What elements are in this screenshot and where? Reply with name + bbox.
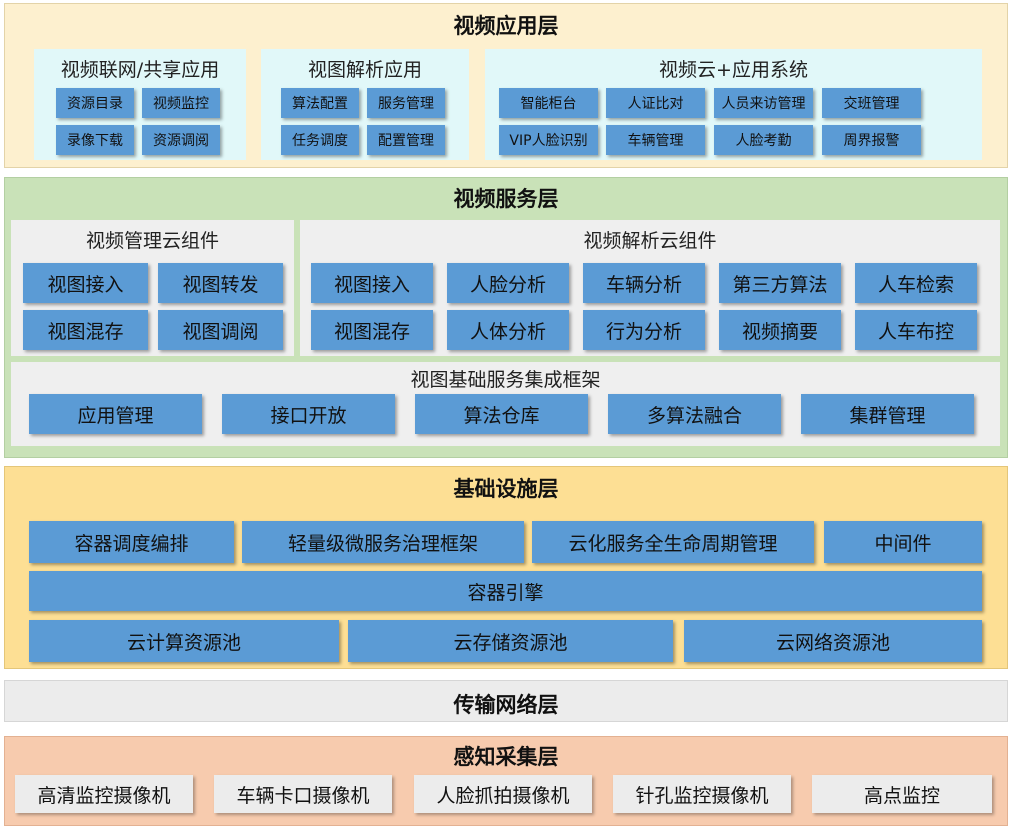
layer-title: 感知采集层 bbox=[453, 745, 559, 769]
diagram-box: 人脸分析 bbox=[447, 263, 569, 303]
app-panel-analysis: 视图解析应用 算法配置 服务管理 任务调度 配置管理 bbox=[261, 49, 469, 160]
infrastructure-layer: 基础设施层 容器调度编排 轻量级微服务治理框架 云化服务全生命周期管理 中间件 … bbox=[4, 466, 1008, 669]
layer-title: 传输网络层 bbox=[453, 693, 559, 717]
video-analysis-panel: 视频解析云组件 视图接入 人脸分析 车辆分析 第三方算法 人车检索 视图混存 人… bbox=[300, 220, 1000, 356]
panel-title: 视频管理云组件 bbox=[85, 230, 219, 252]
diagram-box: 集群管理 bbox=[801, 394, 974, 434]
diagram-box: 人脸考勤 bbox=[714, 125, 813, 155]
diagram-box: 人员来访管理 bbox=[714, 88, 813, 118]
diagram-box: 云存储资源池 bbox=[348, 620, 673, 662]
panel-title: 视频联网/共享应用 bbox=[60, 59, 220, 81]
diagram-box: 配置管理 bbox=[367, 125, 445, 155]
diagram-box: 容器调度编排 bbox=[29, 521, 234, 563]
diagram-box: 视图调阅 bbox=[158, 310, 283, 350]
diagram-box: 智能柜台 bbox=[499, 88, 598, 118]
diagram-box: 第三方算法 bbox=[719, 263, 841, 303]
diagram-box: 车辆分析 bbox=[583, 263, 705, 303]
panel-title: 视频云+应用系统 bbox=[659, 59, 808, 81]
diagram-box: 容器引擎 bbox=[29, 571, 982, 611]
diagram-box: 应用管理 bbox=[29, 394, 202, 434]
layer-title: 视频服务层 bbox=[453, 187, 559, 211]
app-panel-sharing: 视频联网/共享应用 资源目录 视频监控 录像下载 资源调阅 bbox=[34, 49, 246, 160]
layer-title: 基础设施层 bbox=[453, 477, 559, 501]
service-framework-panel: 视图基础服务集成框架 应用管理 接口开放 算法仓库 多算法融合 集群管理 bbox=[11, 362, 1000, 446]
diagram-box: 视频摘要 bbox=[719, 310, 841, 350]
diagram-box: 针孔监控摄像机 bbox=[613, 775, 791, 813]
diagram-box: 多算法融合 bbox=[608, 394, 781, 434]
video-application-layer: 视频应用层 视频联网/共享应用 资源目录 视频监控 录像下载 资源调阅 视图解析… bbox=[4, 3, 1008, 168]
diagram-box: 视图混存 bbox=[23, 310, 148, 350]
diagram-box: 视图接入 bbox=[23, 263, 148, 303]
diagram-box: 车辆卡口摄像机 bbox=[214, 775, 392, 813]
diagram-box: 人车检索 bbox=[855, 263, 977, 303]
diagram-box: 高点监控 bbox=[812, 775, 992, 813]
layer-title: 视频应用层 bbox=[453, 14, 559, 38]
video-mgmt-panel: 视频管理云组件 视图接入 视图转发 视图混存 视图调阅 bbox=[11, 220, 294, 356]
diagram-box: 交班管理 bbox=[822, 88, 921, 118]
diagram-box: 录像下载 bbox=[56, 125, 134, 155]
diagram-box: 服务管理 bbox=[367, 88, 445, 118]
diagram-box: 人脸抓拍摄像机 bbox=[414, 775, 592, 813]
panel-title: 视图基础服务集成框架 bbox=[410, 369, 601, 391]
diagram-box: 云化服务全生命周期管理 bbox=[532, 521, 814, 563]
diagram-box: 轻量级微服务治理框架 bbox=[242, 521, 524, 563]
diagram-box: 视频监控 bbox=[142, 88, 220, 118]
diagram-box: 云网络资源池 bbox=[684, 620, 982, 662]
transport-network-layer: 传输网络层 bbox=[4, 680, 1008, 722]
diagram-box: 中间件 bbox=[824, 521, 982, 563]
diagram-box: 视图混存 bbox=[311, 310, 433, 350]
diagram-box: 人车布控 bbox=[855, 310, 977, 350]
video-service-layer: 视频服务层 视频管理云组件 视图接入 视图转发 视图混存 视图调阅 视频解析云组… bbox=[4, 177, 1008, 458]
diagram-box: 高清监控摄像机 bbox=[15, 775, 193, 813]
sensing-collection-layer: 感知采集层 高清监控摄像机 车辆卡口摄像机 人脸抓拍摄像机 针孔监控摄像机 高点… bbox=[4, 736, 1008, 826]
panel-title: 视频解析云组件 bbox=[583, 230, 717, 252]
diagram-box: 算法仓库 bbox=[415, 394, 588, 434]
diagram-box: 车辆管理 bbox=[606, 125, 705, 155]
panel-title: 视图解析应用 bbox=[307, 59, 422, 81]
diagram-box: 云计算资源池 bbox=[29, 620, 339, 662]
diagram-box: 行为分析 bbox=[583, 310, 705, 350]
diagram-box: 任务调度 bbox=[281, 125, 359, 155]
diagram-box: 资源调阅 bbox=[142, 125, 220, 155]
diagram-box: 视图接入 bbox=[311, 263, 433, 303]
diagram-box: 视图转发 bbox=[158, 263, 283, 303]
diagram-box: VIP人脸识别 bbox=[499, 125, 598, 155]
diagram-box: 人体分析 bbox=[447, 310, 569, 350]
diagram-box: 资源目录 bbox=[56, 88, 134, 118]
diagram-box: 周界报警 bbox=[822, 125, 921, 155]
diagram-box: 接口开放 bbox=[222, 394, 395, 434]
diagram-box: 人证比对 bbox=[606, 88, 705, 118]
diagram-box: 算法配置 bbox=[281, 88, 359, 118]
app-panel-cloud: 视频云+应用系统 智能柜台 人证比对 人员来访管理 交班管理 VIP人脸识别 车… bbox=[485, 49, 982, 160]
